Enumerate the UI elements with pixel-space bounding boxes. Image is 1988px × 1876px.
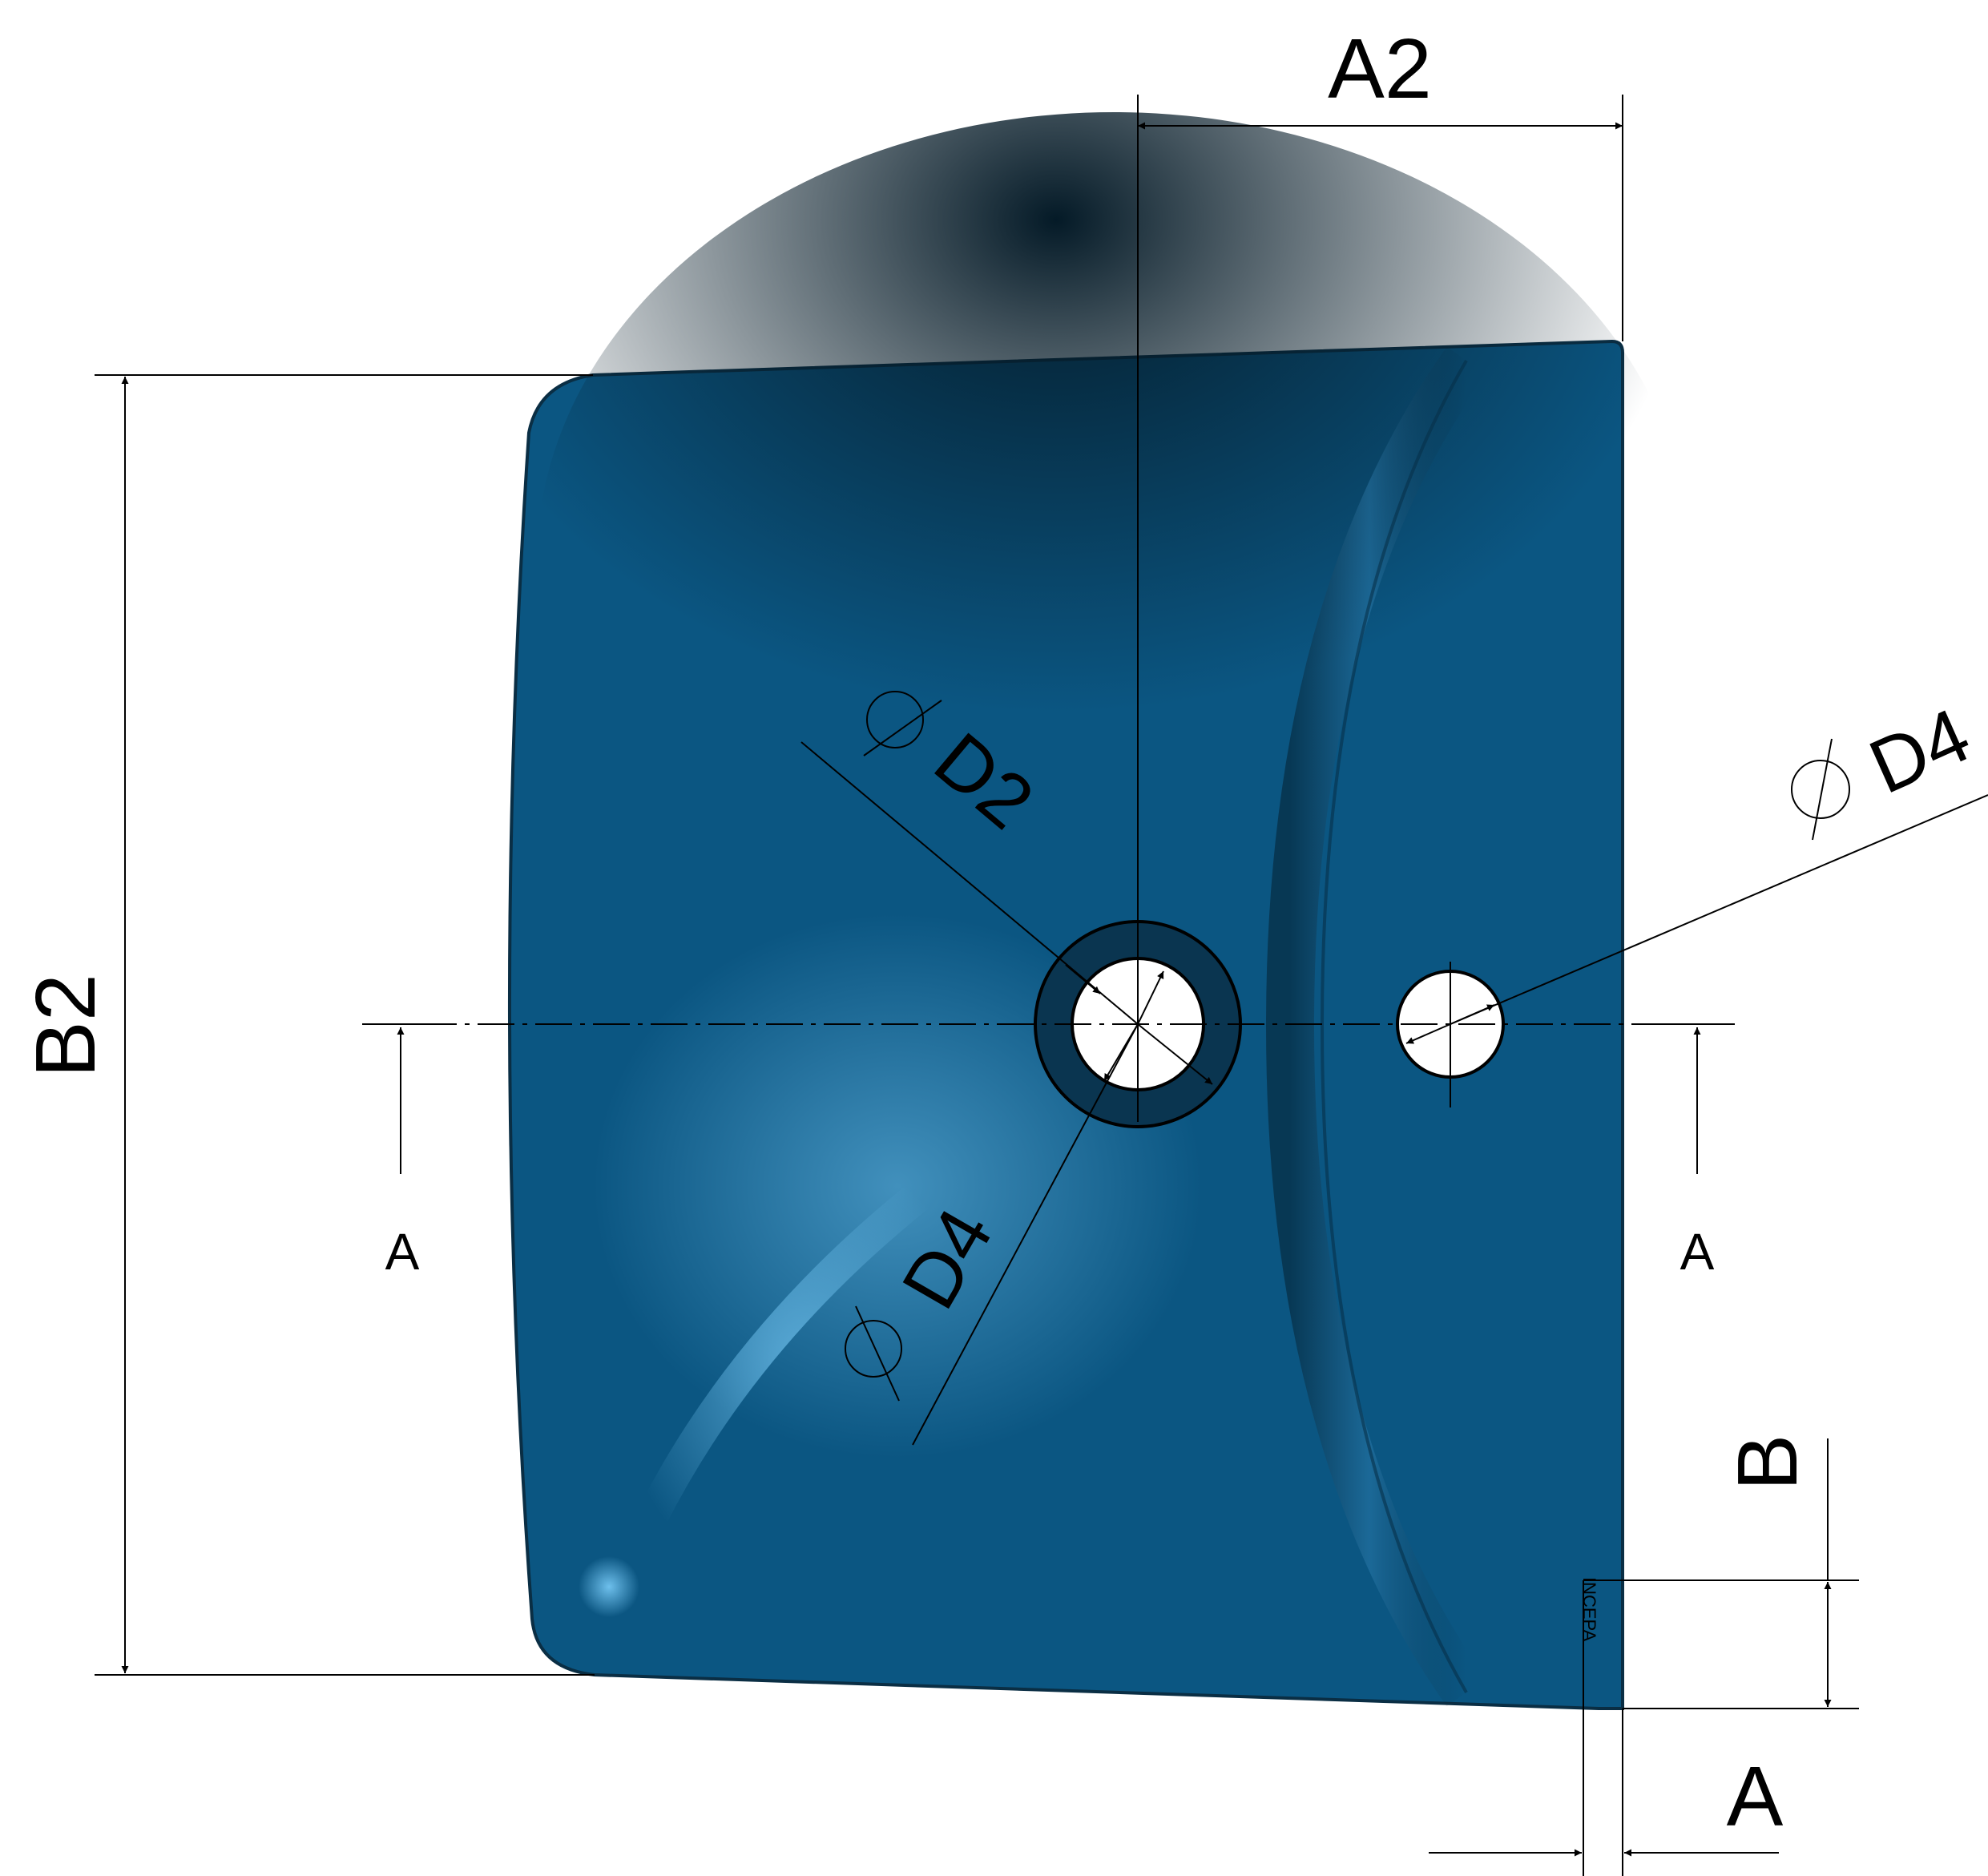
dimension-d2-leader [800,741,1139,1025]
dimension-a2: A2 [1138,22,1623,341]
dimension-b-label: B [1720,1434,1815,1491]
dimension-b2-label: B2 [18,974,113,1078]
dimension-a2-label: A2 [1328,22,1432,116]
dimension-a-rim: A [1429,1580,1784,1876]
basin-deck-ridge [1265,346,1486,1707]
dimension-a-rim-label: A [1727,1749,1784,1844]
basin-corner-highlight [579,1556,639,1617]
dimension-b: B [1583,1434,1859,1709]
dimension-b2: B2 [18,374,595,1676]
basin-deck-ridge-line [1320,359,1468,1693]
diameter-symbol-d4-drain [845,1305,902,1402]
brand-logo-text: INCEPA [1579,1577,1599,1642]
dimension-d4-tap-leader [1450,794,1988,1025]
diameter-symbol-d2 [863,691,942,756]
section-marker-right: A [1659,1023,1735,1281]
section-marker-left: A [362,1023,437,1281]
section-left-label: A [385,1223,420,1281]
center-lines [362,95,1735,1122]
diameter-symbol-d4-tap [1791,738,1850,841]
section-right-label: A [1680,1223,1715,1281]
basin-bowl-shadow [537,112,1691,1010]
basin: INCEPA [507,112,1691,1710]
dimension-d4-drain-leader [912,1023,1139,1446]
basin-highlight-streak [602,1132,995,1601]
dimension-d4-tap-label: D4 [1857,692,1982,811]
